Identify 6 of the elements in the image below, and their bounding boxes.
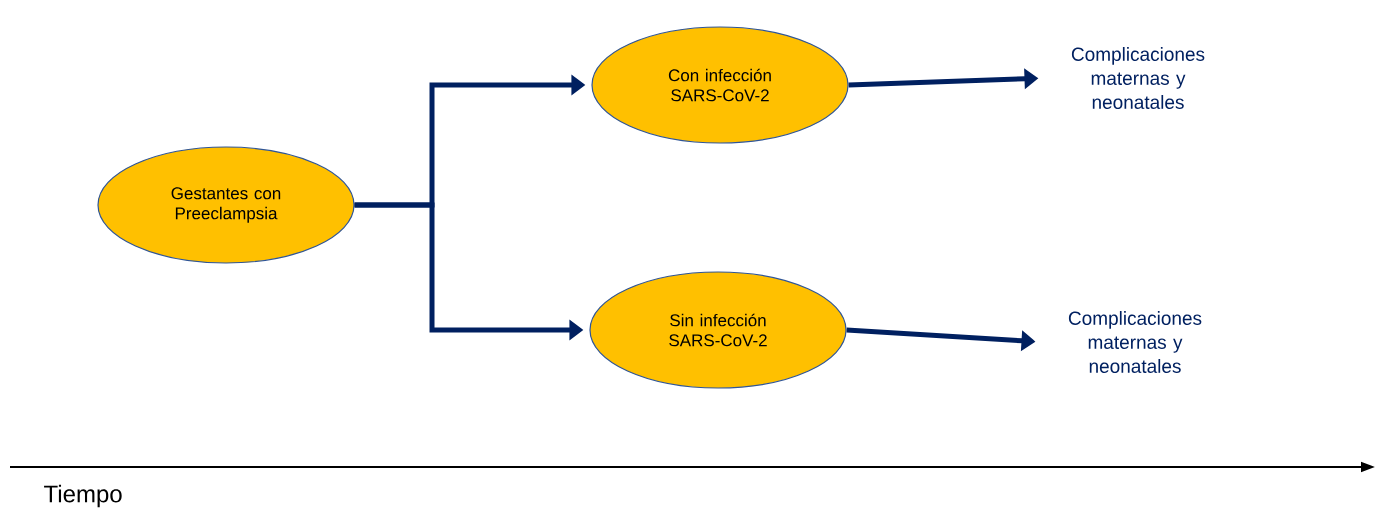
ellipse-node: Con infección SARS-CoV-2	[591, 26, 849, 144]
outcome-text: Complicaciones maternas y neonatales	[1071, 47, 1205, 109]
outcome-text: Complicaciones maternas y neonatales	[1068, 311, 1202, 373]
ellipse-node: Gestantes con Preeclampsia	[97, 146, 355, 264]
ellipse-node: Sin infección SARS-CoV-2	[589, 271, 847, 389]
axis-label: Tiempo	[44, 484, 122, 508]
